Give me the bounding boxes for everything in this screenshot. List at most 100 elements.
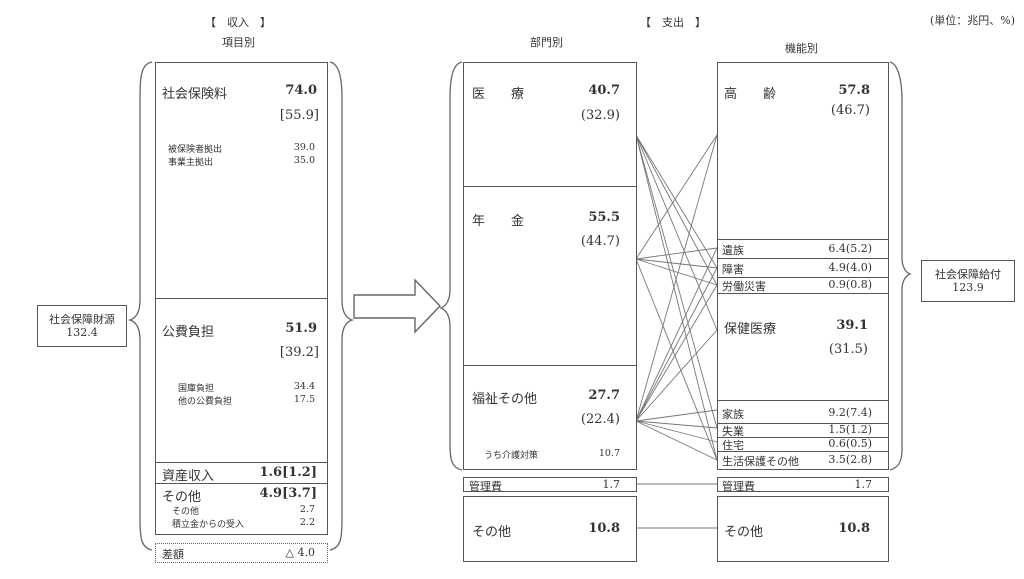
other-value: 10.8 <box>838 521 870 536</box>
item-value: 40.7 <box>588 83 620 98</box>
admin-label: 管理費 <box>469 480 502 493</box>
sector-subheader: 部門別 <box>530 36 563 49</box>
sub-label: うち介護対策 <box>484 451 539 461</box>
benefit-total-label: 社会保障給付 <box>935 268 1001 281</box>
item-share: [39.2] <box>279 345 319 360</box>
income-difference: 差額 △ 4.0 <box>155 543 328 563</box>
item-label: 保健医療 <box>724 322 777 337</box>
other-value: 10.8 <box>588 521 620 536</box>
income-social-insurance: 社会保険料 74.0 [55.9] 被保険者拠出 39.0 事業主拠出 35.0 <box>155 62 328 300</box>
item-share: (32.9) <box>580 108 620 123</box>
sector-left-brace <box>439 61 463 471</box>
connector-lines <box>635 134 718 529</box>
item-value: 3.5(2.8) <box>828 453 872 466</box>
item-label: 住宅 <box>722 439 744 452</box>
item-label: 家族 <box>722 408 744 421</box>
income-left-brace <box>127 61 153 551</box>
sub-label: その他 <box>172 507 200 517</box>
item-label: 年 金 <box>472 214 525 229</box>
item-share: [55.9] <box>279 108 319 123</box>
income-right-brace <box>329 61 355 551</box>
item-label: 福祉その他 <box>472 392 538 407</box>
other-label: その他 <box>724 525 764 540</box>
item-value: 57.8 <box>838 83 870 98</box>
sector-medical: 医 療 40.7 (32.9) <box>463 62 637 188</box>
difference-label: 差額 <box>162 548 184 561</box>
sub-label: 被保険者拠出 <box>168 145 223 155</box>
item-value: 55.5 <box>588 210 620 225</box>
item-value: 6.4(5.2) <box>828 242 872 255</box>
item-label: 社会保険料 <box>162 87 228 102</box>
item-value: 4.9(4.0) <box>828 261 872 274</box>
item-value: 39.1 <box>836 318 868 333</box>
function-disability: 障害 4.9(4.0) <box>717 258 889 278</box>
function-survivors: 遺族 6.4(5.2) <box>717 239 889 259</box>
item-value: 1.5(1.2) <box>828 423 872 436</box>
sub-label: 国庫負担 <box>178 384 215 394</box>
function-other: その他 10.8 <box>717 496 889 562</box>
unit-note: (単位：兆円、%) <box>930 14 1016 27</box>
benefit-total-value: 123.9 <box>952 281 984 294</box>
function-right-brace <box>889 61 912 471</box>
item-share: (46.7) <box>830 103 870 118</box>
item-label: 生活保護その他 <box>722 455 799 468</box>
expenditure-header: 【 支出 】 <box>640 16 706 29</box>
sector-pension: 年 金 55.5 (44.7) <box>463 186 637 367</box>
item-value: 0.6(0.5) <box>828 437 872 450</box>
admin-value: 1.7 <box>854 478 873 491</box>
item-value: 1.6[1.2] <box>259 465 317 480</box>
sector-welfare-other: 福祉その他 27.7 (22.4) うち介護対策 10.7 <box>463 365 637 470</box>
item-label: 失業 <box>722 425 744 438</box>
benefit-total-box: 社会保障給付 123.9 <box>921 260 1015 302</box>
item-share: (31.5) <box>828 342 868 357</box>
function-family: 家族 9.2(7.4) <box>717 400 889 424</box>
sub-value: 2.2 <box>299 517 315 528</box>
sub-value: 2.7 <box>299 504 315 515</box>
income-asset-revenue: 資産収入 1.6[1.2] <box>155 462 328 484</box>
sub-value: 10.7 <box>598 448 620 459</box>
sub-value: 17.5 <box>293 394 315 405</box>
function-housing: 住宅 0.6(0.5) <box>717 437 889 452</box>
income-public-burden: 公費負担 51.9 [39.2] 国庫負担 34.4 他の公費負担 17.5 <box>155 298 328 463</box>
item-label: 労働災害 <box>722 280 766 293</box>
source-total-value: 132.4 <box>66 326 98 339</box>
sub-label: 他の公費負担 <box>178 397 233 407</box>
item-label: 公費負担 <box>162 325 215 340</box>
function-unemployment: 失業 1.5(1.2) <box>717 423 889 438</box>
item-label: その他 <box>162 490 202 505</box>
sector-admin: 管理費 1.7 <box>463 477 637 493</box>
income-subheader: 項目別 <box>222 36 255 49</box>
item-label: 遺族 <box>722 244 744 257</box>
item-value: 4.9[3.7] <box>259 486 317 501</box>
item-value: 27.7 <box>588 388 620 403</box>
item-value: 74.0 <box>285 83 317 98</box>
function-subheader: 機能別 <box>785 42 818 55</box>
item-label: 資産収入 <box>162 469 215 484</box>
function-work-injury: 労働災害 0.9(0.8) <box>717 277 889 294</box>
source-total-box: 社会保障財源 132.4 <box>37 305 127 347</box>
income-other: その他 4.9[3.7] その他 2.7 積立金からの受入 2.2 <box>155 483 328 535</box>
item-label: 障害 <box>722 263 744 276</box>
item-value: 0.9(0.8) <box>828 278 872 291</box>
flow-arrow-icon <box>353 278 441 334</box>
admin-label: 管理費 <box>722 480 755 493</box>
item-label: 高 齢 <box>724 87 777 102</box>
item-value: 9.2(7.4) <box>828 406 872 419</box>
item-share: (22.4) <box>580 412 620 427</box>
item-label: 医 療 <box>472 87 525 102</box>
admin-value: 1.7 <box>602 478 621 491</box>
sub-value: 39.0 <box>293 142 315 153</box>
function-public-assistance-other: 生活保護その他 3.5(2.8) <box>717 451 889 470</box>
item-share: (44.7) <box>580 234 620 249</box>
source-total-label: 社会保障財源 <box>49 313 115 326</box>
sub-label: 事業主拠出 <box>168 158 214 168</box>
difference-value: △ 4.0 <box>285 546 315 559</box>
function-health-care: 保健医療 39.1 (31.5) <box>717 293 889 401</box>
function-elderly: 高 齢 57.8 (46.7) <box>717 62 889 240</box>
sub-label: 積立金からの受入 <box>172 520 245 530</box>
sub-value: 35.0 <box>293 155 315 166</box>
sub-value: 34.4 <box>293 381 315 392</box>
function-admin: 管理費 1.7 <box>717 477 889 493</box>
sector-other: その他 10.8 <box>463 496 637 562</box>
